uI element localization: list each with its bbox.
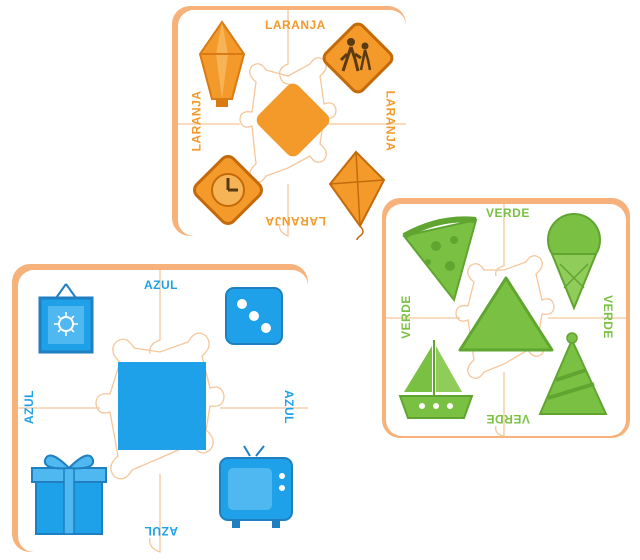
party-hat-icon — [538, 332, 608, 415]
pedestrian-crossing-sign-icon — [322, 22, 394, 94]
orange-label-right: LARANJA — [383, 90, 398, 152]
gift-box-icon — [31, 454, 107, 535]
television-icon — [219, 445, 293, 528]
lantern-icon — [198, 20, 246, 107]
blue-label-left: AZUL — [22, 390, 36, 424]
green-label-right: VERDE — [600, 295, 615, 339]
orange-puzzle-card: LARANJA LARANJA LARANJA LARANJA — [170, 4, 410, 240]
clock-icon — [193, 155, 263, 225]
blue-puzzle-card: AZUL AZUL AZUL AZUL — [10, 262, 310, 554]
pizza-slice-icon — [402, 216, 478, 303]
orange-label-left: LARANJA — [189, 90, 204, 152]
blue-label-bottom: AZUL — [144, 524, 178, 538]
blue-label-top: AZUL — [144, 278, 178, 292]
puzzle-seams — [178, 10, 406, 237]
green-label-top: VERDE — [486, 206, 530, 220]
green-label-left: VERDE — [398, 295, 413, 339]
blue-square-shape — [118, 362, 206, 450]
orange-label-bottom: LARANJA — [265, 214, 326, 228]
orange-card-graphic — [172, 6, 406, 240]
orange-diamond-shape — [256, 83, 330, 157]
blue-label-right: AZUL — [282, 390, 296, 424]
sailboat-icon — [398, 340, 474, 419]
dice-icon — [225, 287, 283, 345]
green-card-graphic — [382, 198, 630, 438]
green-puzzle-card: VERDE VERDE VERDE VERDE — [380, 196, 632, 440]
ice-cream-cone-icon — [547, 213, 601, 311]
blue-card-graphic — [12, 264, 308, 553]
kite-icon — [328, 150, 386, 240]
orange-label-top: LARANJA — [265, 18, 326, 32]
picture-frame-icon — [38, 283, 94, 354]
green-label-bottom: VERDE — [486, 412, 530, 426]
green-triangle-shape — [458, 276, 554, 352]
